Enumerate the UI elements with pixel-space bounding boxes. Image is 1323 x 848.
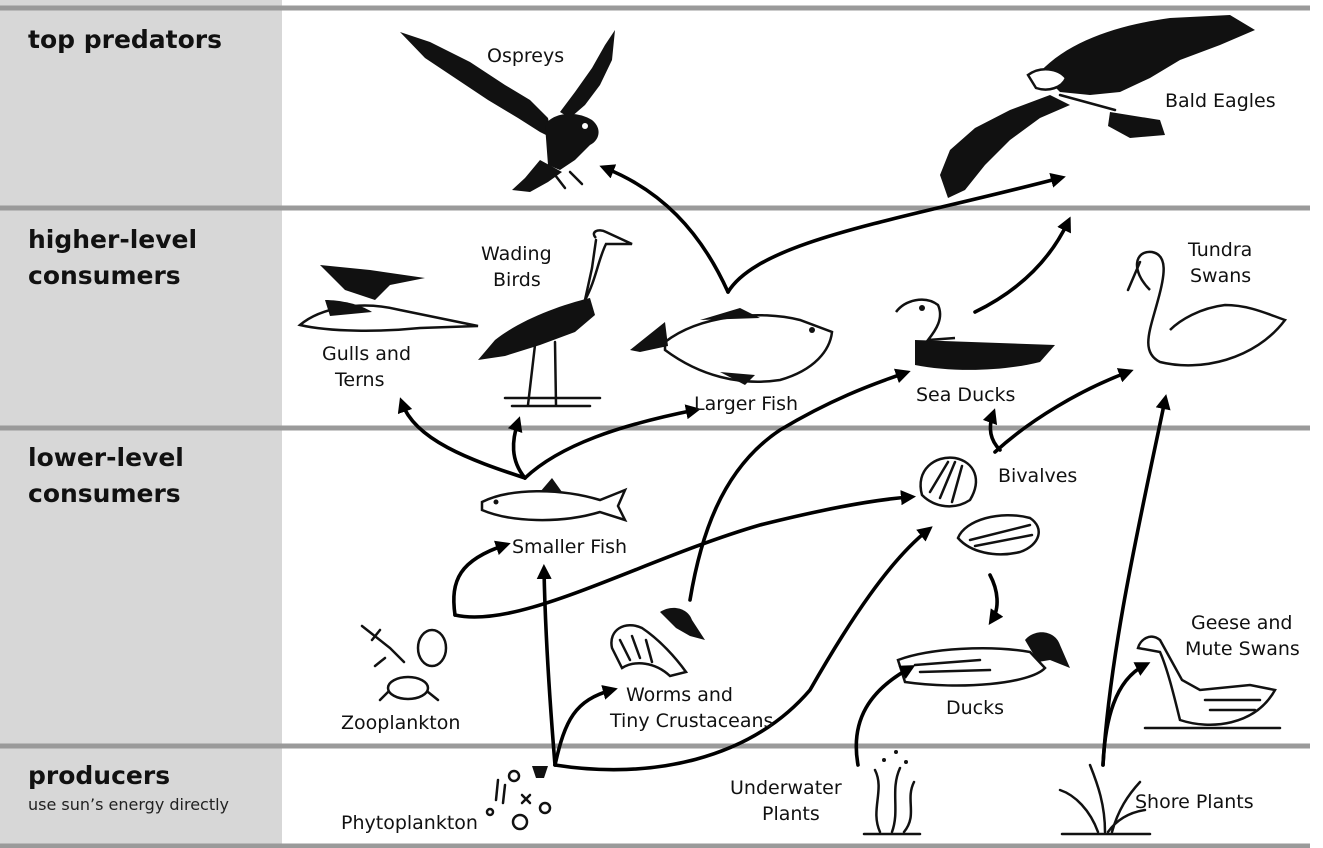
duck-icon xyxy=(898,632,1070,685)
arrow-sea-ducks-to-bald-eagles xyxy=(975,222,1068,312)
label-bald-eagles: Bald Eagles xyxy=(1165,90,1276,112)
level-title-line2: consumers xyxy=(28,479,181,508)
level-title: top predators xyxy=(28,25,222,54)
arrow-larger-fish-to-ospreys xyxy=(605,168,728,292)
larger-fish-icon xyxy=(630,308,832,385)
label-underwater-plants-2: Plants xyxy=(762,803,820,825)
label-geese-2: Mute Swans xyxy=(1185,638,1300,660)
arrow-larger-fish-to-bald-eagles xyxy=(728,178,1060,292)
arrow-shore-plants-to-geese xyxy=(1103,665,1145,765)
label-ospreys: Ospreys xyxy=(487,45,564,67)
arrow-smaller-fish-to-gulls xyxy=(402,403,525,478)
level-title-line1: lower-level xyxy=(28,443,184,472)
arrow-phytoplankton-to-worms xyxy=(555,690,612,765)
label-geese-1: Geese and xyxy=(1191,612,1292,634)
label-gulls-terns-2: Terns xyxy=(334,369,385,391)
label-wading-birds-2: Birds xyxy=(493,269,541,291)
level-label-column xyxy=(0,0,282,848)
label-worms-2: Tiny Crustaceans xyxy=(609,710,773,732)
zooplankton-icon xyxy=(362,626,446,700)
label-sea-ducks: Sea Ducks xyxy=(916,384,1015,406)
label-ducks: Ducks xyxy=(946,697,1004,719)
label-shore-plants: Shore Plants xyxy=(1135,791,1254,813)
label-worms-1: Worms and xyxy=(626,684,733,706)
label-wading-birds-1: Wading xyxy=(481,243,552,265)
underwater-plant-icon xyxy=(864,750,920,834)
label-tundra-swans-2: Swans xyxy=(1190,265,1251,287)
arrow-underwater-plants-to-ducks xyxy=(856,668,910,765)
arrow-bivalves-to-ducks xyxy=(990,575,997,620)
organism-labels: Ospreys Bald Eagles Wading Birds Tundra … xyxy=(322,45,1300,834)
level-title-line1: higher-level xyxy=(28,225,197,254)
label-larger-fish: Larger Fish xyxy=(694,393,798,415)
arrow-bivalves-to-sea-ducks xyxy=(990,414,1000,450)
level-title-line2: consumers xyxy=(28,261,181,290)
worm-crustacean-icon xyxy=(611,608,705,676)
label-tundra-swans-1: Tundra xyxy=(1187,239,1252,261)
phytoplankton-icon xyxy=(487,766,550,829)
level-subtitle: use sun’s energy directly xyxy=(28,795,229,814)
level-top-predators: top predators xyxy=(28,25,222,54)
label-phytoplankton: Phytoplankton xyxy=(341,812,478,834)
label-gulls-terns-1: Gulls and xyxy=(322,343,411,365)
label-smaller-fish: Smaller Fish xyxy=(512,536,627,558)
label-bivalves: Bivalves xyxy=(998,465,1077,487)
gull-tern-icon xyxy=(300,265,478,331)
level-title: producers xyxy=(28,761,170,790)
arrow-smaller-fish-to-larger-fish xyxy=(525,410,695,478)
arrow-zooplankton-to-smaller-fish xyxy=(454,545,505,615)
arrow-phytoplankton-to-bivalves xyxy=(555,530,928,770)
label-zooplankton: Zooplankton xyxy=(341,712,460,734)
label-underwater-plants-1: Underwater xyxy=(730,777,842,799)
smaller-fish-icon xyxy=(482,478,625,520)
